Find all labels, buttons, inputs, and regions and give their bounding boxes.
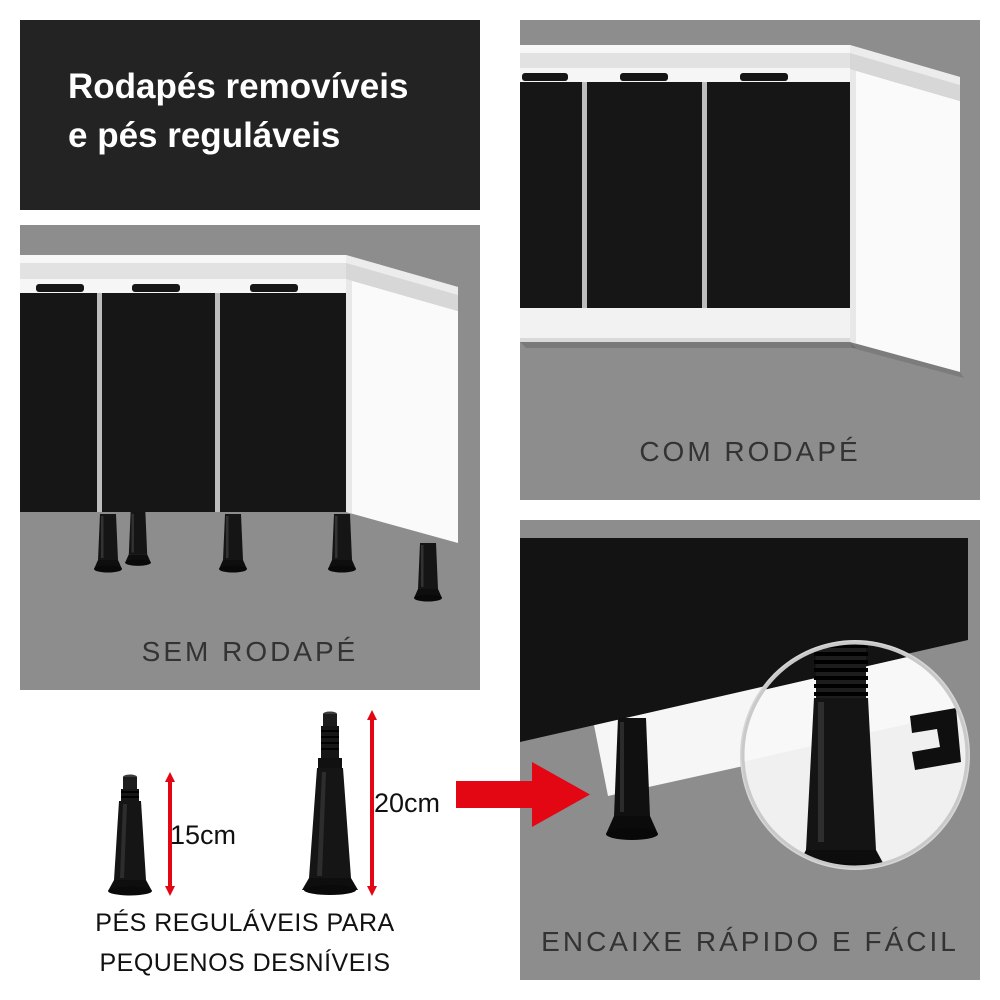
- label-com-rodape: COM RODAPÉ: [639, 436, 861, 467]
- door-handle-icons: [522, 73, 788, 81]
- cabinet-leg-icon: [606, 718, 658, 840]
- cabinet-doors: [20, 293, 346, 512]
- foot-20cm-icon: [302, 711, 358, 895]
- page-title: Rodapés removíveis e pés reguláveis: [20, 20, 480, 160]
- panel-com-rodape: COM RODAPÉ: [520, 20, 980, 500]
- door-handle-icons: [36, 284, 298, 292]
- foot-15cm-icon: [108, 774, 152, 896]
- red-arrow-right-icon: [456, 762, 590, 827]
- cabinet-with-baseboard-illustration: [520, 45, 964, 378]
- title-banner: Rodapés removíveis e pés reguláveis: [20, 20, 480, 210]
- label-sem-rodape: SEM RODAPÉ: [141, 636, 359, 667]
- feet-caption: PÉS REGULÁVEIS PARA PEQUENOS DESNÍVEIS: [30, 903, 460, 983]
- title-line-2: e pés reguláveis: [68, 116, 341, 155]
- label-encaixe: ENCAIXE RÁPIDO E FÁCIL: [541, 926, 959, 957]
- measurement-20cm-label: 20cm: [374, 788, 441, 818]
- feet-caption-line-2: PEQUENOS DESNÍVEIS: [99, 949, 391, 977]
- cabinet-doors: [520, 82, 850, 308]
- panel-sem-rodape: SEM RODAPÉ: [20, 225, 480, 690]
- cabinet-no-baseboard-illustration: [20, 255, 458, 602]
- clip-icon: [910, 708, 961, 770]
- cabinet-legs: [94, 512, 442, 602]
- panel-encaixe: ENCAIXE RÁPIDO E FÁCIL: [520, 520, 980, 980]
- adjustable-feet-illustration: [108, 710, 590, 896]
- rodape-baseboard: [520, 308, 850, 342]
- feet-caption-line-1: PÉS REGULÁVEIS PARA: [95, 909, 395, 937]
- magnifier-circle: [740, 640, 970, 870]
- measurement-15cm-label: 15cm: [170, 820, 237, 850]
- title-line-1: Rodapés removíveis: [68, 67, 409, 106]
- baseboard-detail-illustration: [520, 538, 970, 870]
- measurement-line-20cm: [367, 710, 377, 896]
- measurement-line-15cm: [165, 772, 175, 896]
